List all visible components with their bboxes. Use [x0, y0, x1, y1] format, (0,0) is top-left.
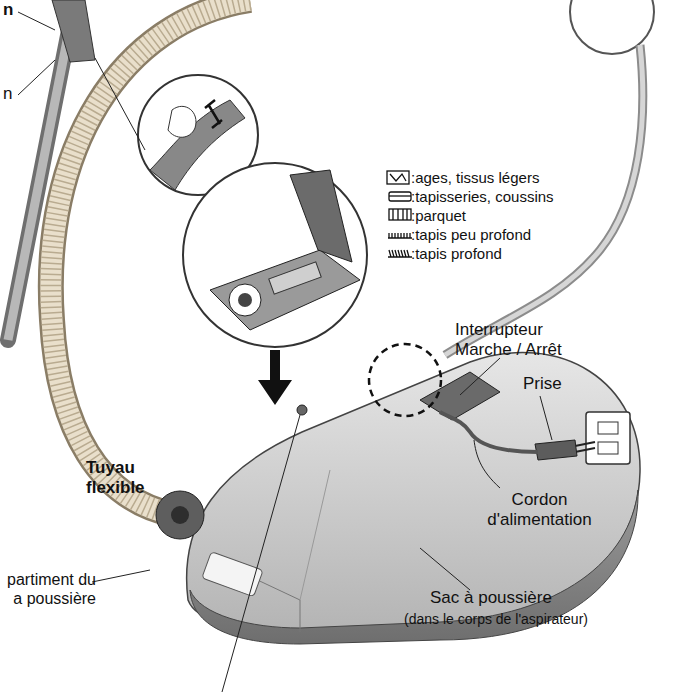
detail-circle [369, 344, 441, 416]
part-name: partiment du a poussière [0, 570, 96, 608]
hose-port [171, 506, 189, 524]
part-name: Prise [523, 374, 562, 394]
upholstery-icon [389, 192, 411, 201]
lid-button [297, 405, 307, 415]
leader-line [95, 58, 145, 150]
socket [598, 442, 618, 454]
bag-opening [238, 293, 252, 307]
leader-line [92, 570, 150, 582]
legend-text: :tapis peu profond [411, 225, 531, 244]
part-name: n [3, 84, 12, 104]
legend-text: :tapis profond [411, 244, 502, 263]
body-seam [300, 470, 330, 600]
leader-line [540, 396, 552, 440]
wall-outlet [586, 412, 630, 464]
part-note: (dans le corps de l'aspirateur) [404, 611, 588, 628]
curtain-icon [390, 174, 406, 181]
legend-text: :parquet [411, 206, 466, 225]
part-name: Sac à poussière [430, 588, 552, 608]
part-name: n [3, 0, 13, 20]
legend-icons [387, 171, 412, 257]
leader-line [460, 358, 500, 395]
lid-inset [183, 163, 367, 347]
hose-port [156, 491, 204, 539]
socket [598, 422, 618, 434]
leader-line [18, 12, 55, 30]
leader-line [222, 415, 300, 692]
hand [168, 106, 196, 137]
open-compartment [210, 250, 360, 330]
leader-line [474, 440, 500, 488]
legend-text: :ages, tissus légers [411, 168, 539, 187]
filter-slot [269, 262, 321, 294]
part-name: Tuyau flexible [86, 458, 156, 499]
part-name: Cordon d'alimentation [482, 490, 597, 531]
leader-line [420, 548, 470, 590]
floor-icon [389, 209, 411, 220]
deep-carpet-icon [388, 250, 412, 257]
floor-icon [393, 209, 407, 220]
legend-text: :tapisseries, coussins [411, 187, 554, 206]
switch-panel [420, 372, 500, 420]
plug-pins [575, 442, 595, 452]
power-cord [440, 412, 538, 452]
open-lid [290, 170, 352, 262]
lid-handle [202, 552, 263, 597]
low-carpet-icon [388, 233, 412, 238]
hose-handle [52, 0, 95, 62]
press-arrow [258, 350, 292, 405]
upholstery-icon [389, 195, 411, 196]
leader-line [18, 60, 55, 95]
part-name: Interrupteur Marche / Arrêt [455, 320, 590, 361]
bag-opening [229, 284, 261, 316]
curtain-icon [387, 171, 409, 184]
slide-arrow [205, 100, 222, 128]
power-plug [535, 440, 577, 460]
